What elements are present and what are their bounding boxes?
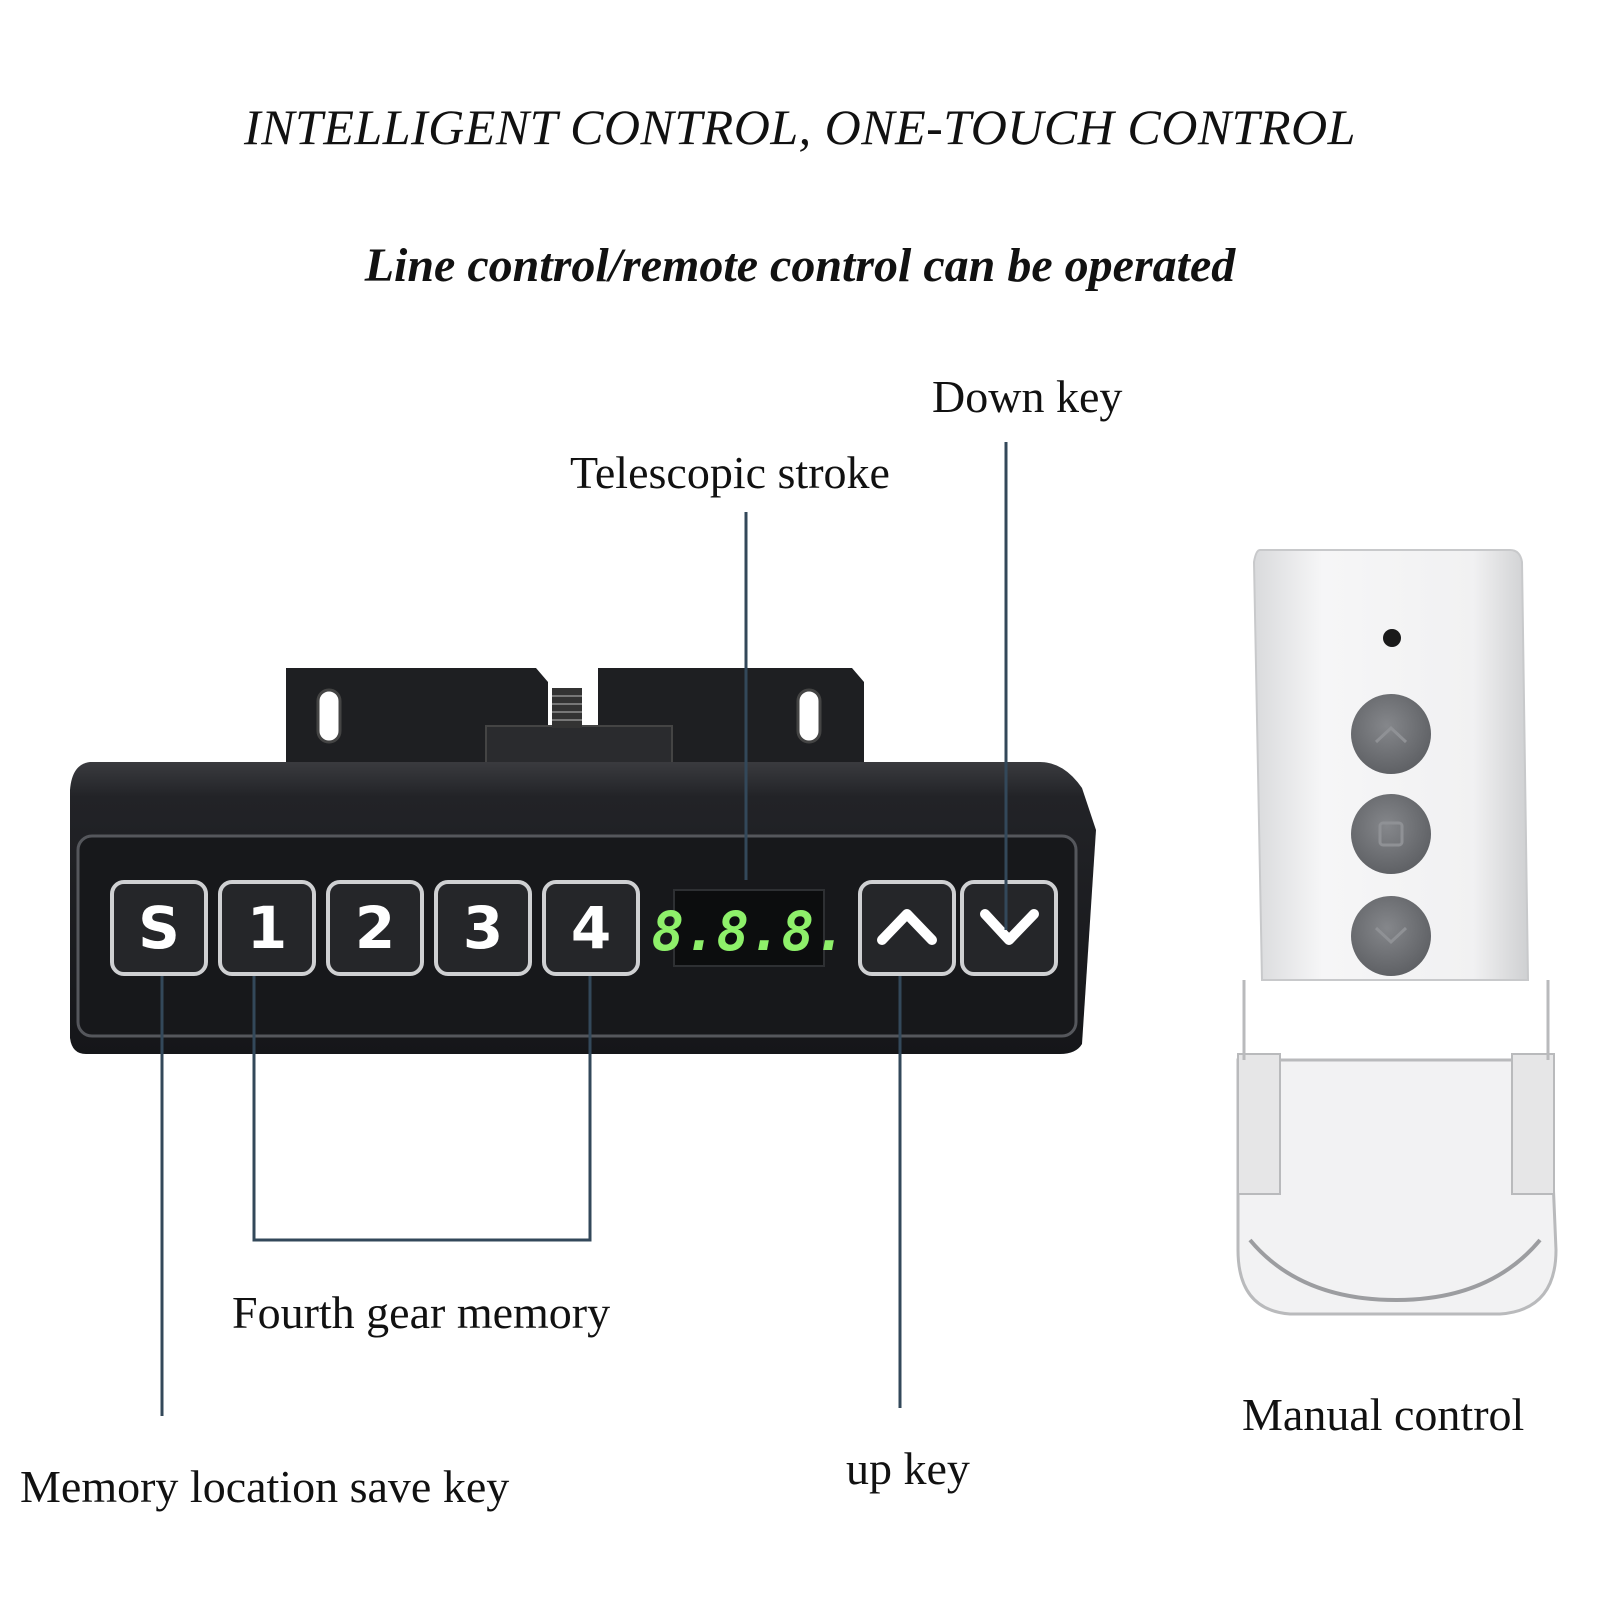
remote-control	[1236, 549, 1558, 1316]
chevron-down-icon	[980, 909, 1039, 945]
down-key[interactable]	[960, 880, 1058, 976]
remote-holder	[1236, 980, 1558, 1316]
page-title: INTELLIGENT CONTROL, ONE-TOUCH CONTROL	[244, 99, 1356, 155]
page-subtitle: Line control/remote control can be opera…	[364, 239, 1236, 292]
callout-fourth-gear-memory: Fourth gear memory	[232, 1287, 611, 1338]
callout-up-key: up key	[846, 1443, 970, 1494]
up-key[interactable]	[858, 880, 956, 976]
cable-connector	[552, 688, 582, 728]
callout-memory-save-key: Memory location save key	[20, 1461, 510, 1512]
memory-key-4[interactable]: 4	[542, 880, 640, 976]
callout-manual-control: Manual control	[1242, 1389, 1525, 1440]
chevron-up-icon	[877, 909, 937, 945]
key-label-3: 3	[463, 894, 503, 962]
stop-square-icon	[1378, 821, 1404, 847]
display-readout: 8.8.8.	[651, 900, 846, 963]
remote-down-button[interactable]	[1351, 896, 1431, 976]
remote-stop-button[interactable]	[1351, 794, 1431, 874]
up-arrow-icon	[1374, 725, 1408, 744]
key-label-2: 2	[355, 894, 395, 962]
memory-key-2[interactable]: 2	[326, 880, 424, 976]
callout-down-key: Down key	[932, 371, 1123, 422]
down-arrow-icon	[1374, 926, 1408, 945]
remote-up-button[interactable]	[1351, 694, 1431, 774]
callout-telescopic-stroke: Telescopic stroke	[570, 447, 890, 498]
indicator-led-icon	[1383, 629, 1401, 647]
memory-key-1[interactable]: 1	[218, 880, 316, 976]
leader-fourth-gear-memory	[252, 976, 592, 1242]
mounting-bracket	[286, 668, 864, 767]
key-label-1: 1	[247, 894, 287, 962]
memory-key-3[interactable]: 3	[434, 880, 532, 976]
leader-lines	[160, 442, 1008, 1416]
telescopic-stroke-display: 8.8.8.	[651, 889, 847, 967]
key-label-4: 4	[571, 894, 611, 962]
memory-save-key[interactable]: S	[110, 880, 208, 976]
key-label-s: S	[138, 894, 180, 962]
